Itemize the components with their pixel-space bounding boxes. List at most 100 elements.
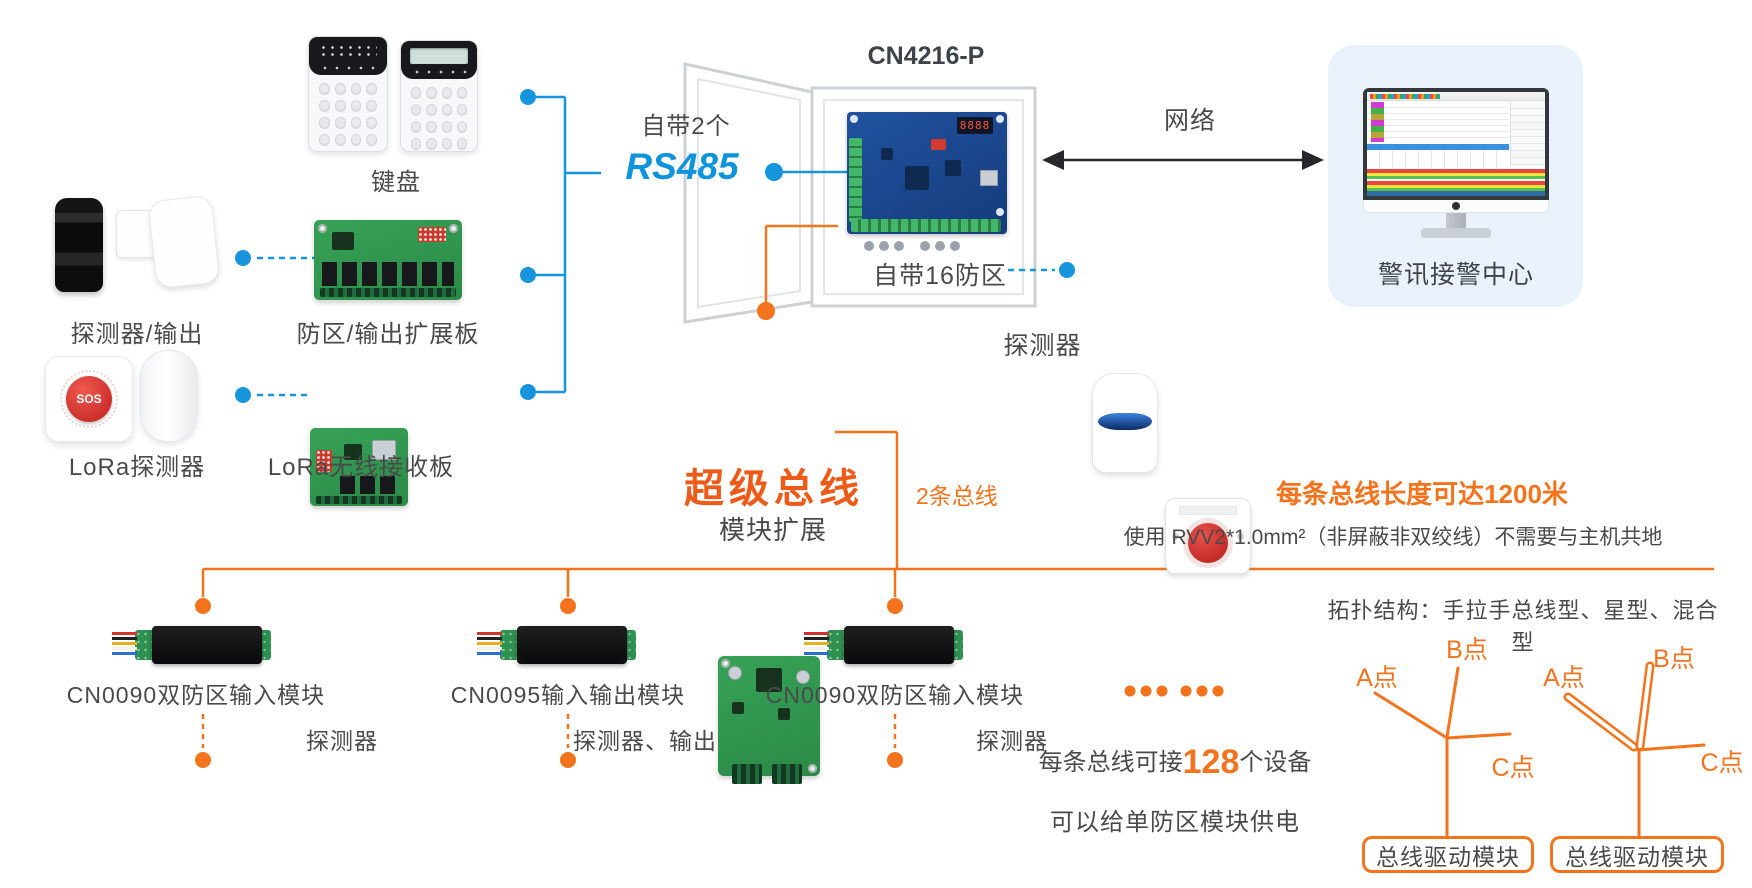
orange-connector-dots [195,302,903,768]
software-toolbar [1367,92,1545,101]
terminal-strip [320,288,456,297]
module-body [844,626,954,664]
module-body [152,626,262,664]
topology1-node-c: C点 [1491,754,1535,782]
module-wires [112,632,137,656]
module-wires [477,632,502,656]
screw [996,115,1004,123]
main-chip [756,668,782,692]
more-modules-ellipsis [1124,685,1224,697]
panel-detector-label: 探测器 [1003,332,1082,360]
keypad-lcd [400,40,478,152]
screw [996,208,1004,216]
terminal-block-bottom [851,219,1001,232]
rf-shield [372,440,396,460]
alarm-center-label: 警讯接警中心 [1377,261,1534,289]
group1-detector-label: 探测器 [306,728,378,754]
topology2-node-c: C点 [1700,749,1744,777]
bus-driver-module-1: 总线驱动模块 [1362,836,1534,873]
alarm-stripes [1367,169,1545,191]
capacity-suffix: 个设备 [1239,749,1312,776]
event-color-column [1371,102,1384,142]
pir-detector-image [1092,373,1158,473]
superbus-lines [201,224,1714,597]
bus-module-2-label: CN0095输入输出模块 [450,682,686,708]
beam-detector-image [55,198,103,292]
dip-switch [931,139,946,150]
capacitor [728,666,742,680]
capacitor [796,670,810,684]
bus-module-1-image [112,626,271,664]
lora-receiver-board-image [310,428,408,506]
topology2-node-b: B点 [1653,645,1695,673]
relay-row [322,262,454,286]
detector-output-label: 探测器/输出 [70,321,204,348]
network-arrow [1042,150,1324,170]
keypad-status-leds [411,69,467,75]
rs485-label: RS485 [625,146,739,187]
alarm-center-card: 警讯接警中心 [1328,45,1583,307]
monitor-led [1452,202,1460,210]
screw [1237,533,1244,540]
keypad-zone-leds [319,44,377,58]
side-panel [1510,102,1545,166]
lora-receiver-label: LoRa无线接收板 [267,454,455,481]
event-rows [1367,102,1509,142]
chip [732,702,744,714]
monitor [1363,88,1549,200]
rs485-count-note: 自带2个 [641,113,731,140]
bus-count-label: 2条总线 [916,483,998,509]
capacity-count: 128 [1182,743,1240,781]
keypad-status-leds [319,65,377,71]
mcu-chip [332,232,354,250]
pir-lens [1098,413,1152,430]
topology-title: 拓扑结构：手拉手总线型、星型、混合型 [1327,598,1719,655]
topology-star-diagram [1373,666,1512,838]
zone-expansion-board-image [314,220,462,300]
screw [808,764,817,773]
keypads-label: 键盘 [371,169,421,196]
bus-driver-module-2: 总线驱动模块 [1550,836,1724,873]
bus-power-note: 可以给单防区模块供电 [1050,809,1300,836]
mcu-chip [344,444,362,460]
lora-detector-label: LoRa探测器 [68,454,206,481]
panel-ellipsis-dots [864,241,960,251]
module-body [517,626,627,664]
bus-capacity-note: 每条总线可接128个设备 [1025,742,1325,782]
capacity-prefix: 每条总线可接 [1038,749,1183,776]
keypad-keys [309,75,387,151]
blue-connector-dots [235,89,1075,403]
bus-length-note: 每条总线长度可达1200米 [1276,479,1568,509]
enclosure-door-inner [697,77,801,309]
sos-button-image: SOS [45,356,133,442]
ethernet-port [980,170,998,186]
table-grid [1367,150,1509,170]
superbus-title: 超级总线 [684,467,864,511]
panel-title: CN4216-P [867,42,985,70]
bus-module-1-label: CN0090双防区输入模块 [66,682,326,708]
main-panel-board-image: 8888 [847,112,1007,234]
alarm-software-screen [1367,92,1545,196]
monitor-stand-base [1421,228,1491,238]
sos-button-face: SOS [66,376,112,422]
group3-detector-label: 探测器 [976,728,1048,754]
dip-switch [316,450,332,472]
panel-zones-note: 自带16防区 [873,262,1007,290]
chip [881,148,893,160]
keypad-led-header [309,37,387,75]
relay-row [340,476,400,494]
blue-dashed-links [257,256,1055,397]
network-label: 网络 [1163,107,1216,135]
red-button [1188,523,1228,563]
screw [721,659,730,668]
topology2-node-a: A点 [1543,664,1585,692]
screw [318,224,327,233]
monitor-stand-neck [1446,213,1466,228]
screw [1172,533,1179,540]
chip [945,160,961,176]
dip-switch [418,227,446,242]
emergency-button-image [1165,498,1251,574]
topology1-node-a: A点 [1356,664,1398,692]
wire-spec-note: 使用 RVV2*1.0mm²（非屏蔽非双绞线）不需要与主机共地 [1123,526,1663,549]
